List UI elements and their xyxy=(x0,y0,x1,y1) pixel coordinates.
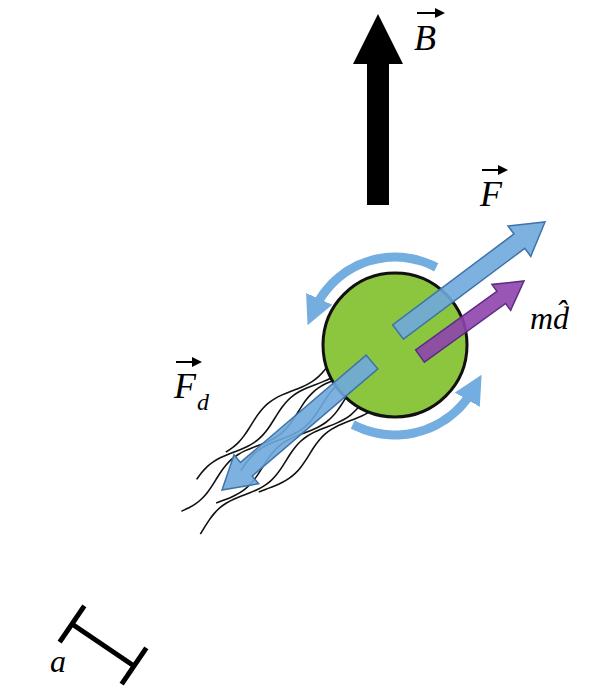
scale-bar-line xyxy=(72,624,134,666)
scale-label: a xyxy=(50,645,66,677)
scale-bar-line xyxy=(122,648,147,684)
vector-accent xyxy=(176,361,200,363)
force-label: F xyxy=(480,176,502,212)
drag-force-arrow xyxy=(222,355,378,490)
filament xyxy=(200,396,366,534)
vector-accents xyxy=(176,13,506,362)
rotation-arrow xyxy=(313,257,436,312)
dipole-arrow xyxy=(416,281,524,362)
vector-accent xyxy=(417,12,443,14)
scale-bar-line xyxy=(60,606,85,642)
vector-accent xyxy=(482,169,506,171)
dipole-label: md̂ xyxy=(530,302,569,334)
drag-force-label: F xyxy=(174,368,196,404)
scale-bar xyxy=(60,606,147,684)
rotation-arrow xyxy=(353,387,475,435)
drag-subscript: d xyxy=(197,390,209,414)
field-label: B xyxy=(414,20,436,56)
field-arrow xyxy=(353,14,403,205)
force-arrows xyxy=(222,222,545,490)
